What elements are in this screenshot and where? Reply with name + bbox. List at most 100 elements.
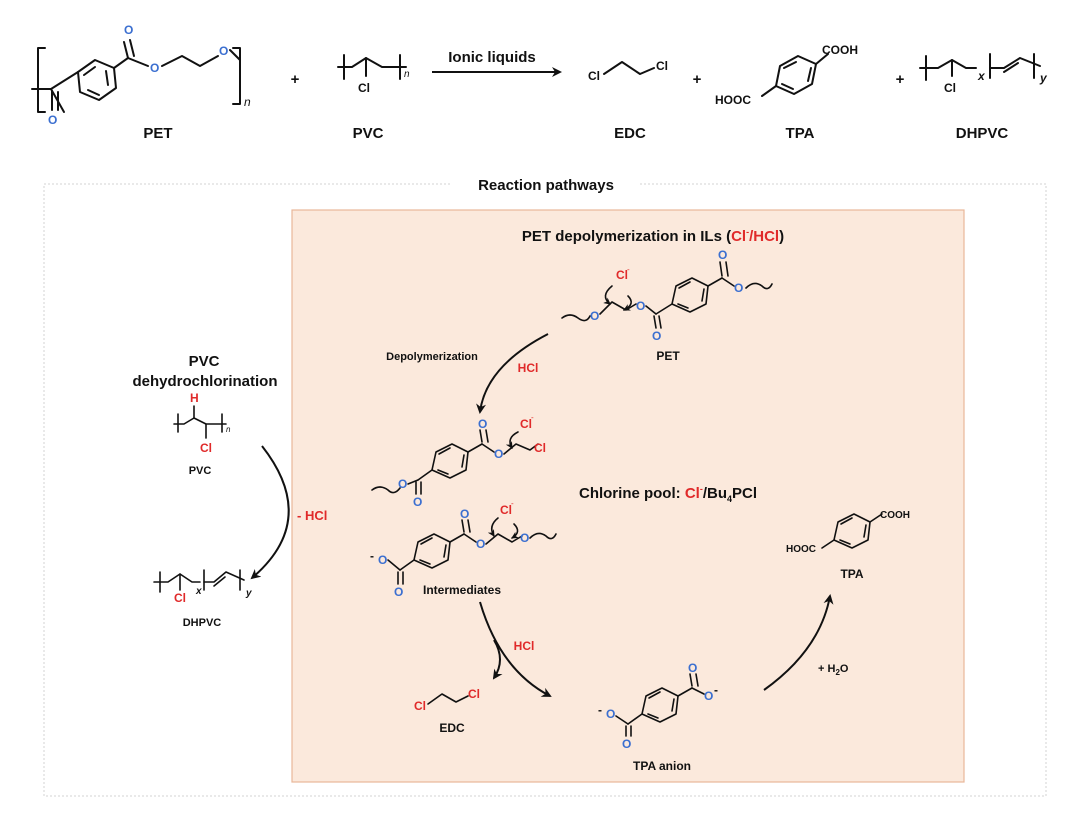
int1-oxygen-1: O xyxy=(398,477,407,491)
pvc-step-label: - HCl xyxy=(297,508,327,523)
tpa-acid-left: HOOC xyxy=(715,93,751,107)
edc-small-chlorine-2: Cl xyxy=(468,687,480,701)
edc-chlorine-2: Cl xyxy=(656,59,668,73)
top-reaction: O O O O n PET + Cl n PVC xyxy=(31,23,1048,142)
pet-frag-chloride: Cl xyxy=(616,268,628,282)
pet-ester-oxygen-2: O xyxy=(219,44,228,58)
edc-chlorine-1: Cl xyxy=(588,69,600,83)
int1-oxygen-3: O xyxy=(478,417,487,431)
tpa-small-acid-left: HOOC xyxy=(786,544,816,555)
intermediate-1: O O O O Cl Cl - xyxy=(371,413,546,509)
pet-frag-oxygen-2: O xyxy=(636,299,645,313)
edc-small-chlorine-1: Cl xyxy=(414,699,426,713)
pvc-structure: Cl n xyxy=(337,54,410,95)
tpa-small-structure: HOOC COOH xyxy=(786,510,910,555)
edc-branch-arrow xyxy=(492,639,503,680)
dhpvc-repeat-x: x xyxy=(977,69,986,83)
tpa-anion-oxygen-3: O xyxy=(688,661,697,675)
tpa-small-label: TPA xyxy=(840,567,863,581)
tpa-anion-charge-left: - xyxy=(598,703,602,717)
pet-structure: O O O O n xyxy=(31,23,251,127)
tpa-label: TPA xyxy=(786,125,815,142)
dhpvc-small-x: x xyxy=(195,586,202,597)
pvc-small-label: PVC xyxy=(189,465,212,477)
tpa-anion-oxygen-4: O xyxy=(704,689,713,703)
pvc-repeat-n: n xyxy=(404,69,410,80)
int1-chloride: Cl xyxy=(520,417,532,431)
tpa-anion-label: TPA anion xyxy=(633,759,691,773)
tpa-acid-right: COOH xyxy=(822,43,858,57)
pvc-small-chlorine: Cl xyxy=(200,441,212,455)
pet-frag-chloride-charge: - xyxy=(627,265,630,274)
dhpvc-small-structure: Cl x y xyxy=(153,569,252,605)
dhpvc-chlorine: Cl xyxy=(944,81,956,95)
dhpvc-small-y: y xyxy=(245,588,252,599)
pet-carbonyl-oxygen-2: O xyxy=(124,23,133,37)
pet-panel-title: PET depolymerization in ILs (Cl-/HCl) xyxy=(522,227,784,245)
int2-charge: - xyxy=(370,549,374,563)
pvc-hydrogen: H xyxy=(190,391,199,405)
pvc-small-structure: H Cl n xyxy=(173,391,231,455)
protonation-arrow xyxy=(763,594,834,691)
chlorine-pool-label: Chlorine pool: Cl-/Bu4PCl xyxy=(579,484,757,504)
plus-sign-3: + xyxy=(896,71,905,88)
int1-oxygen-2: O xyxy=(413,495,422,509)
reaction-condition: Ionic liquids xyxy=(448,49,536,66)
tpa-anion-oxygen-1: O xyxy=(606,707,615,721)
edc-structure: Cl Cl xyxy=(588,59,668,83)
water-label: + H2O xyxy=(818,663,849,677)
dhpvc-repeat-y: y xyxy=(1039,71,1048,85)
tpa-anion-charge-right: - xyxy=(714,683,718,697)
depolymerization-label: Depolymerization xyxy=(386,351,478,363)
tpa-anion-structure: - O O O O - xyxy=(598,661,718,751)
int2-chloride-charge: - xyxy=(511,499,514,508)
pet-frag-oxygen-3: O xyxy=(652,329,661,343)
pet-pathway: PET depolymerization in ILs (Cl-/HCl) O … xyxy=(370,227,910,773)
plus-sign-2: + xyxy=(693,71,702,88)
int2-oxygen-1: O xyxy=(378,553,387,567)
pet-frag-oxygen-5: O xyxy=(734,281,743,295)
pathways-title: Reaction pathways xyxy=(478,177,614,194)
tpa-anion-oxygen-2: O xyxy=(622,737,631,751)
edc-small-structure: Cl Cl xyxy=(414,687,480,713)
pet-carbonyl-oxygen-1: O xyxy=(48,113,57,127)
int2-oxygen-2: O xyxy=(394,585,403,599)
dhpvc-structure: Cl x y xyxy=(919,53,1048,95)
pvc-curved-arrow xyxy=(250,445,290,580)
int1-chloride-charge: - xyxy=(531,413,534,422)
dhpvc-small-label: DHPVC xyxy=(183,617,222,629)
pet-repeat-n: n xyxy=(244,95,251,109)
edc-label: EDC xyxy=(614,125,646,142)
edc-small-label: EDC xyxy=(439,721,465,735)
pet-ester-oxygen-1: O xyxy=(150,61,159,75)
pet-fragment: O O O O O Cl - xyxy=(561,248,773,343)
hcl-label-2: HCl xyxy=(514,639,535,653)
hcl-label-1: HCl xyxy=(518,361,539,375)
pvc-label: PVC xyxy=(353,125,384,142)
hydrolysis-arrow xyxy=(479,601,552,697)
plus-sign-1: + xyxy=(291,71,300,88)
tpa-structure: HOOC COOH xyxy=(715,43,858,107)
pet-frag-label: PET xyxy=(656,349,680,363)
pvc-pathway-title-1: PVC xyxy=(189,353,220,370)
dhpvc-small-chlorine: Cl xyxy=(174,591,186,605)
pvc-chlorine: Cl xyxy=(358,81,370,95)
intermediate-2: - O O O O O Cl - xyxy=(370,499,557,599)
int2-oxygen-4: O xyxy=(476,537,485,551)
int2-chloride: Cl xyxy=(500,503,512,517)
depolymerization-arrow xyxy=(476,333,549,414)
tpa-small-acid-right: COOH xyxy=(880,510,910,521)
intermediates-label: Intermediates xyxy=(423,583,501,597)
int1-chlorine: Cl xyxy=(534,441,546,455)
dhpvc-label: DHPVC xyxy=(956,125,1009,142)
pvc-pathway-title-2: dehydrochlorination xyxy=(132,373,277,390)
pet-frag-oxygen-4: O xyxy=(718,248,727,262)
pvc-small-n: n xyxy=(226,425,231,434)
int2-oxygen-3: O xyxy=(460,507,469,521)
int1-oxygen-4: O xyxy=(494,447,503,461)
pet-label: PET xyxy=(143,125,172,142)
pet-frag-oxygen-1: O xyxy=(590,309,599,323)
int2-oxygen-5: O xyxy=(520,531,529,545)
pathways-frame: Reaction pathways xyxy=(43,174,1047,797)
